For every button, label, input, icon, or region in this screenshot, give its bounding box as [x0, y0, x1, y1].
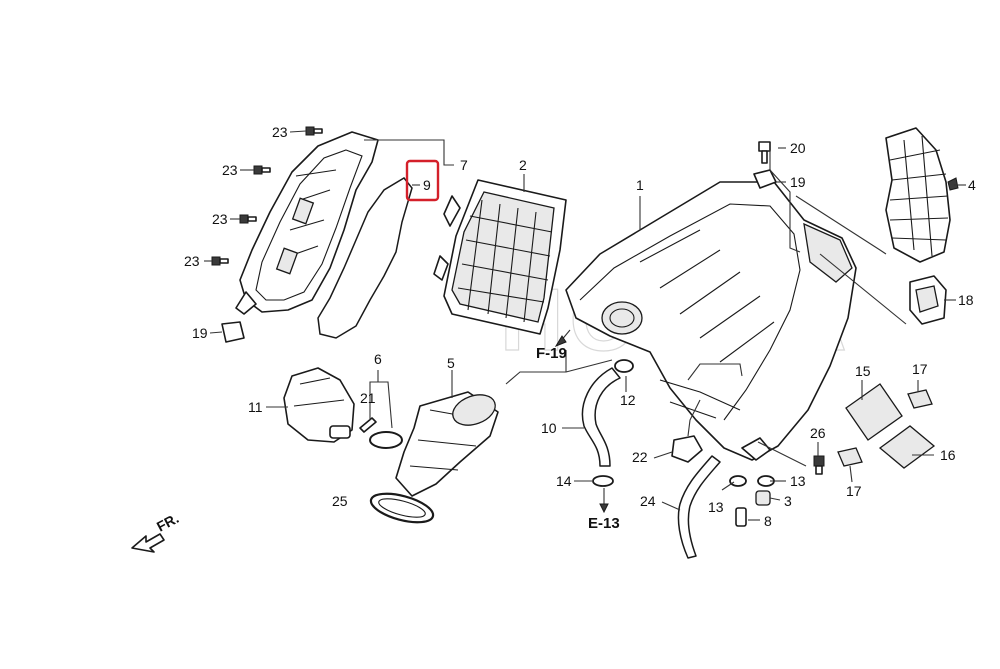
part-21-screw [359, 417, 377, 433]
callout-18: 18 [958, 292, 974, 308]
part-2-filter-element [433, 179, 567, 335]
part-9-highlight-box [405, 159, 440, 202]
callout-4: 4 [968, 177, 976, 193]
callout-23: 23 [272, 124, 288, 140]
callout-15: 15 [855, 363, 871, 379]
part-16-sheet [878, 425, 936, 469]
callout-23: 23 [184, 253, 200, 269]
part-7-cleaner-cover [235, 131, 379, 315]
callout-23: 23 [222, 162, 238, 178]
ref-e13: E-13 [588, 515, 620, 532]
callout-19: 19 [192, 325, 208, 341]
callout-24: 24 [640, 493, 656, 509]
callout-labels: 23 23 23 23 19 7 9 2 1 20 19 4 18 11 6 2… [184, 124, 976, 529]
part-20-bolt [758, 141, 771, 164]
part-3-cap [755, 490, 771, 506]
part-19-clip-left [221, 321, 245, 343]
part-14-clip [592, 475, 614, 487]
callout-9: 9 [423, 177, 431, 193]
part-6-band [369, 431, 403, 449]
part-10-tube [581, 367, 621, 467]
callout-5: 5 [447, 355, 455, 371]
callout-6: 6 [374, 351, 382, 367]
callout-12: 12 [620, 392, 636, 408]
callout-21: 21 [360, 390, 376, 406]
callout-25: 25 [332, 493, 348, 509]
callout-3: 3 [784, 493, 792, 509]
callout-19: 19 [790, 174, 806, 190]
part-18-bracket [909, 275, 947, 325]
e13-arrow [599, 488, 609, 514]
callout-13: 13 [708, 499, 724, 515]
callout-11: 11 [248, 399, 263, 415]
part-5-connecting-tube [395, 391, 499, 497]
part-4-intake-duct [885, 127, 959, 263]
callout-2: 2 [519, 157, 527, 173]
callout-26: 26 [810, 425, 826, 441]
front-direction-arrow-icon [131, 533, 165, 553]
part-22-joint [671, 435, 703, 463]
ref-f19: F-19 [536, 345, 567, 362]
callout-20: 20 [790, 140, 806, 156]
callout-7: 7 [460, 157, 468, 173]
callout-17: 17 [912, 361, 928, 377]
part-24-drain-tube [677, 455, 721, 559]
part-17-pad-lower [837, 447, 863, 467]
part-23-screws [211, 126, 323, 266]
callout-1: 1 [636, 177, 644, 193]
callout-13: 13 [790, 473, 806, 489]
callout-22: 22 [632, 449, 648, 465]
callout-16: 16 [940, 447, 956, 463]
part-15-sheet [845, 383, 903, 441]
f19-arrow [554, 329, 571, 348]
part-9-gasket [317, 177, 413, 339]
callout-14: 14 [556, 473, 572, 489]
part-8-plug [735, 507, 747, 527]
callout-17: 17 [846, 483, 862, 499]
part-1-cleaner-case [565, 181, 857, 461]
callout-8: 8 [764, 513, 772, 529]
part-17-pad-upper [907, 389, 933, 409]
part-11-resonator [283, 367, 355, 443]
part-12-clip [614, 359, 634, 373]
callout-23: 23 [212, 211, 228, 227]
leader-lines [204, 130, 966, 521]
part-26-bolt [813, 455, 825, 475]
part-25-band [369, 492, 435, 524]
front-direction-label: FR. [154, 510, 181, 535]
part-13-clips [729, 475, 775, 487]
callout-10: 10 [541, 420, 557, 436]
